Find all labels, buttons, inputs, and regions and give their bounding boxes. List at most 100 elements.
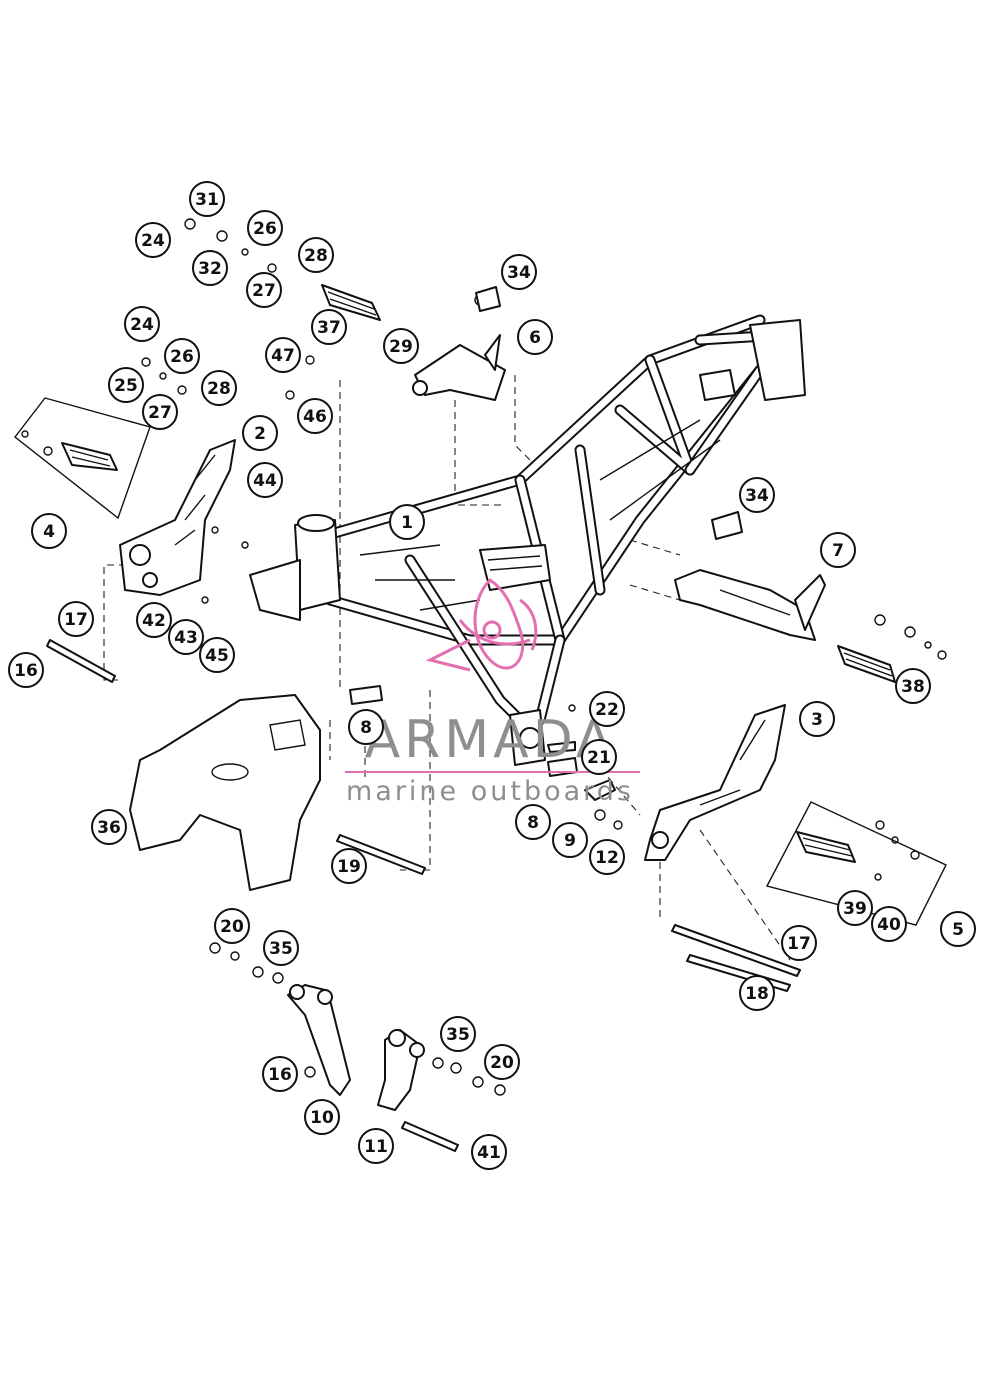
watermark-brand: ARMADA [365, 710, 616, 770]
callout-number: 19 [337, 857, 361, 877]
callout-number: 36 [97, 818, 121, 838]
callout-circle [820, 532, 856, 568]
callout-number: 10 [310, 1108, 334, 1128]
watermark-tagline: marine outboards [346, 776, 634, 807]
callout-34: 34 [739, 477, 775, 513]
callout-circle [168, 619, 204, 655]
callout-26: 26 [164, 338, 200, 374]
callout-35: 35 [440, 1016, 476, 1052]
callout-45: 45 [199, 637, 235, 673]
callout-circle [383, 328, 419, 364]
footpeg-38 [837, 645, 896, 683]
callout-number: 28 [304, 246, 328, 266]
callout-number: 46 [303, 407, 327, 427]
callout-number: 8 [527, 813, 539, 833]
callout-number: 26 [170, 347, 194, 367]
callout-circle [164, 338, 200, 374]
callout-number: 27 [252, 281, 276, 301]
callout-number: 11 [364, 1137, 388, 1157]
callout-number: 28 [207, 379, 231, 399]
engine-hanger-10 [287, 984, 351, 1096]
callout-number: 17 [64, 610, 88, 630]
callout-circle [589, 839, 625, 875]
callout-20: 20 [214, 908, 250, 944]
callout-8: 8 [515, 804, 551, 840]
callout-circle [142, 394, 178, 430]
callout-circle [589, 691, 625, 727]
callout-circle [298, 237, 334, 273]
callout-number: 24 [130, 315, 154, 335]
callout-number: 40 [877, 915, 901, 935]
callout-42: 42 [136, 602, 172, 638]
callout-number: 20 [490, 1053, 514, 1073]
callout-39: 39 [837, 890, 873, 926]
callout-29: 29 [383, 328, 419, 364]
callout-number: 1 [401, 513, 413, 533]
callout-7: 7 [820, 532, 856, 568]
callout-number: 35 [446, 1025, 470, 1045]
callout-circle [515, 804, 551, 840]
callout-circle [739, 975, 775, 1011]
callout-number: 34 [507, 263, 531, 283]
left-footpeg-bracket [119, 439, 236, 596]
callout-circle [201, 370, 237, 406]
callout-38: 38 [895, 668, 931, 704]
callout-circle [58, 601, 94, 637]
callout-40: 40 [871, 906, 907, 942]
callout-32: 32 [192, 250, 228, 286]
callout-35: 35 [263, 930, 299, 966]
callout-circle [348, 709, 384, 745]
callout-number: 7 [832, 541, 844, 561]
callout-16: 16 [262, 1056, 298, 1092]
callout-circle [124, 306, 160, 342]
callout-24: 24 [135, 222, 171, 258]
footpeg-kit-left [14, 397, 151, 520]
callout-27: 27 [142, 394, 178, 430]
callout-circle [837, 890, 873, 926]
callout-25: 25 [108, 367, 144, 403]
callout-circle [799, 701, 835, 737]
callout-circle [214, 908, 250, 944]
callout-9: 9 [552, 822, 588, 858]
callout-number: 39 [843, 899, 867, 919]
callouts: 1234567889101112161617171819202021222424… [8, 181, 976, 1170]
callout-number: 9 [564, 831, 576, 851]
callout-circle [199, 637, 235, 673]
callout-number: 21 [587, 748, 611, 768]
callout-34: 34 [501, 254, 537, 290]
callout-circle [108, 367, 144, 403]
callout-6: 6 [517, 319, 553, 355]
callout-circle [311, 309, 347, 345]
callout-number: 4 [43, 522, 55, 542]
callout-number: 16 [14, 661, 38, 681]
callout-circle [242, 415, 278, 451]
callout-8: 8 [348, 709, 384, 745]
callout-46: 46 [297, 398, 333, 434]
callout-circle [247, 210, 283, 246]
callout-47: 47 [265, 337, 301, 373]
passenger-peg-bracket [674, 569, 826, 641]
callout-28: 28 [298, 237, 334, 273]
right-footpeg-bracket [644, 704, 786, 861]
callout-18: 18 [739, 975, 775, 1011]
callout-circle [263, 930, 299, 966]
callout-12: 12 [589, 839, 625, 875]
callout-37: 37 [311, 309, 347, 345]
callout-circle [304, 1099, 340, 1135]
callout-number: 17 [787, 934, 811, 954]
callout-circle [581, 739, 617, 775]
bracket-6 [412, 334, 506, 401]
callout-circle [940, 911, 976, 947]
callout-22: 22 [589, 691, 625, 727]
callout-number: 47 [271, 346, 295, 366]
callout-44: 44 [247, 462, 283, 498]
callout-16: 16 [8, 652, 44, 688]
callout-number: 16 [268, 1065, 292, 1085]
callout-circle [389, 504, 425, 540]
callout-circle [247, 462, 283, 498]
callout-circle [265, 337, 301, 373]
callout-10: 10 [304, 1099, 340, 1135]
engine-hanger-11 [377, 1029, 425, 1111]
callout-number: 37 [317, 318, 341, 338]
callout-number: 32 [198, 259, 222, 279]
